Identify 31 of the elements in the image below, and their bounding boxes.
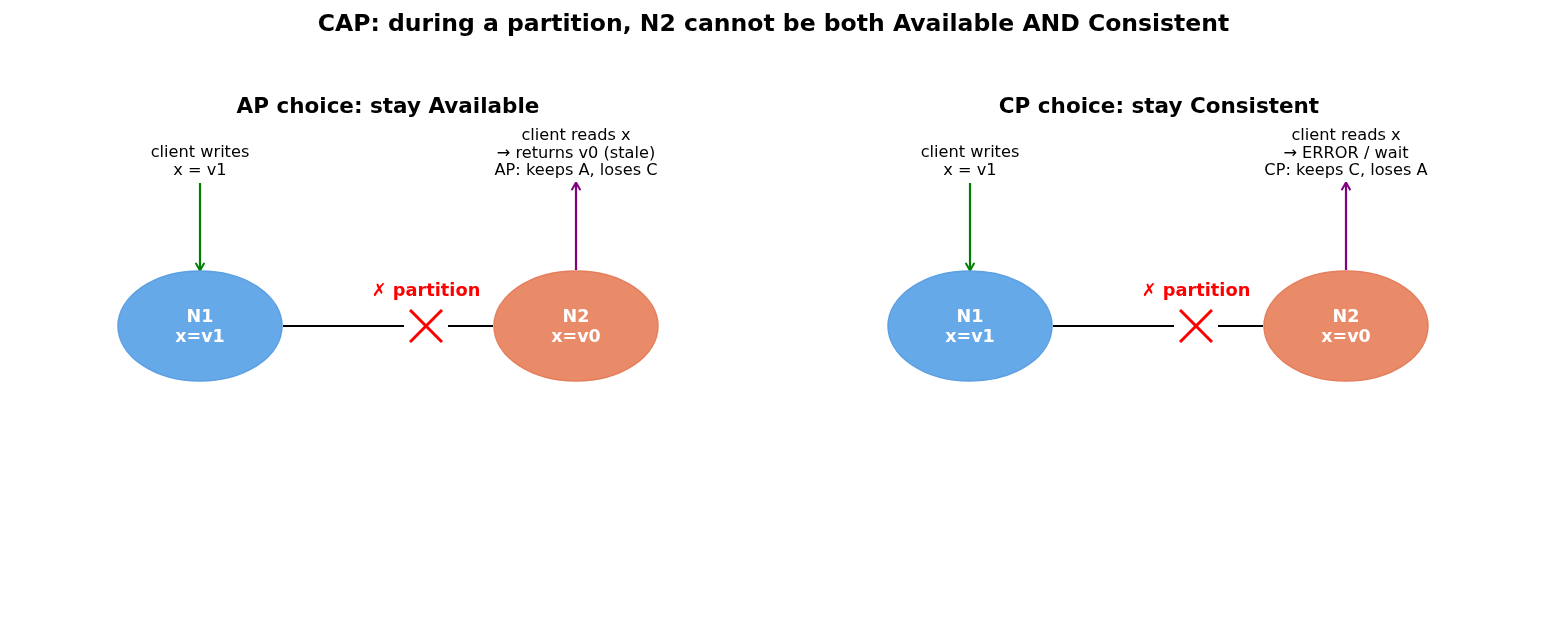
- note-text: x = v1: [173, 160, 227, 178]
- node-label: x=v1: [945, 326, 995, 346]
- note-text: → ERROR / wait: [1283, 143, 1409, 161]
- node-label: N2: [562, 306, 590, 326]
- note-text: client writes: [920, 143, 1020, 161]
- partition-caption: ✗ partition: [371, 279, 481, 301]
- note-text: client reads x: [521, 126, 631, 144]
- panel-heading: AP choice: stay Available: [236, 93, 540, 119]
- connector-line: [283, 324, 404, 328]
- note-text: client reads x: [1291, 126, 1401, 144]
- arrow: [195, 183, 205, 272]
- node-label: x=v0: [1321, 326, 1371, 346]
- diagram-title: CAP: during a partition, N2 cannot be both Available AND Consistent: [317, 9, 1230, 37]
- note-text: → returns v0 (stale): [496, 143, 656, 161]
- node-label: N2: [1332, 306, 1360, 326]
- panel-heading: CP choice: stay Consistent: [998, 93, 1320, 119]
- note-text: AP: keeps A, loses C: [494, 161, 658, 179]
- arrow: [571, 181, 581, 270]
- connector-line: [448, 324, 493, 328]
- note-text: x = v1: [943, 160, 997, 178]
- arrow: [1341, 181, 1351, 270]
- partition-caption: ✗ partition: [1141, 279, 1251, 301]
- node-label: x=v1: [175, 326, 225, 346]
- note-text: client writes: [150, 143, 250, 161]
- connector-line: [1053, 324, 1174, 328]
- node-label: N1: [956, 306, 984, 326]
- connector-line: [1218, 324, 1263, 328]
- arrow: [965, 183, 975, 272]
- note-text: CP: keeps C, loses A: [1264, 161, 1428, 179]
- node-label: x=v0: [551, 326, 601, 346]
- node-label: N1: [186, 306, 214, 326]
